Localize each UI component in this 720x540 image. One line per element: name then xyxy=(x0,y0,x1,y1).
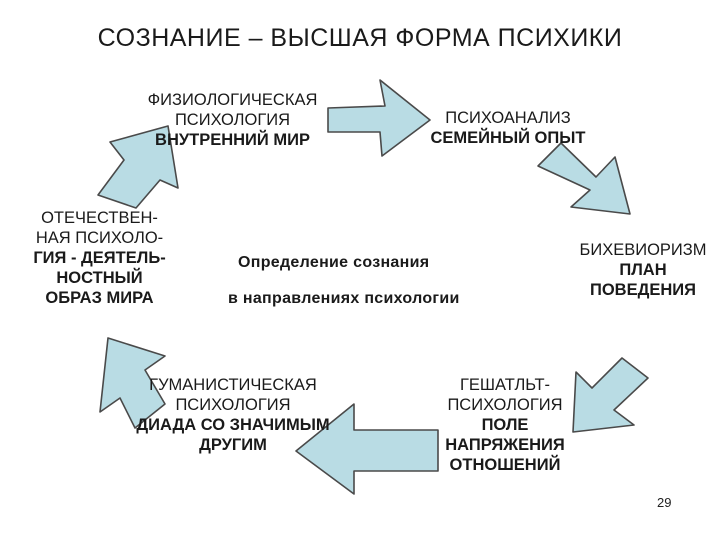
node-behaviorism-line1: БИХЕВИОРИЗМ xyxy=(579,241,707,259)
node-physiological-line3: ВНУТРЕННИЙ МИР xyxy=(155,131,310,149)
node-gestalt-line5: ОТНОШЕНИЙ xyxy=(449,456,561,474)
arrow-left-lower xyxy=(99,337,166,429)
arrow-right-lower xyxy=(572,357,649,433)
node-humanistic-line1: ГУМАНИСТИЧЕСКАЯ xyxy=(149,376,317,394)
node-gestalt: ГЕШАТЛЬТ- ПСИХОЛОГИЯ ПОЛЕ НАПРЯЖЕНИЯ ОТН… xyxy=(430,375,580,475)
arrow-top-right xyxy=(327,79,431,157)
node-domestic-line3: ГИЯ - ДЕЯТЕЛЬ- xyxy=(33,249,166,267)
slide-title: СОЗНАНИЕ – ВЫСШАЯ ФОРМА ПСИХИКИ xyxy=(97,24,623,52)
node-domestic-line1: ОТЕЧЕСТВЕН- xyxy=(41,209,158,227)
center-line1: Определение сознания xyxy=(238,254,430,271)
node-domestic-line4: НОСТНЫЙ xyxy=(56,269,143,287)
node-gestalt-line1: ГЕШАТЛЬТ- xyxy=(459,376,551,394)
node-psychoanalysis-line1: ПСИХОАНАЛИЗ xyxy=(445,109,571,127)
node-domestic-line5: ОБРАЗ МИРА xyxy=(45,289,154,307)
node-gestalt-line3: ПОЛЕ xyxy=(481,416,529,434)
node-psychoanalysis-line2: СЕМЕЙНЫЙ ОПЫТ xyxy=(430,129,586,147)
node-behaviorism-line3: ПОВЕДЕНИЯ xyxy=(589,281,696,299)
arrow-left-upper xyxy=(97,125,179,209)
node-humanistic-line3: ДИАДА СО ЗНАЧИМЫМ xyxy=(136,416,330,434)
node-humanistic-line4: ДРУГИМ xyxy=(199,436,267,454)
node-behaviorism: БИХЕВИОРИЗМ ПЛАН ПОВЕДЕНИЯ xyxy=(568,240,718,300)
node-domestic-line2: НАЯ ПСИХОЛО- xyxy=(35,229,164,247)
node-gestalt-line2: ПСИХОЛОГИЯ xyxy=(447,396,563,414)
node-physiological: ФИЗИОЛОГИЧЕСКАЯ ПСИХОЛОГИЯ ВНУТРЕННИЙ МИ… xyxy=(125,90,340,150)
node-physiological-line1: ФИЗИОЛОГИЧЕСКАЯ xyxy=(147,91,318,109)
node-humanistic: ГУМАНИСТИЧЕСКАЯ ПСИХОЛОГИЯ ДИАДА СО ЗНАЧ… xyxy=(118,375,348,455)
center-line2: в направлениях психологии xyxy=(228,290,460,307)
node-psychoanalysis: ПСИХОАНАЛИЗ СЕМЕЙНЫЙ ОПЫТ xyxy=(408,108,608,148)
arrow-bottom-left xyxy=(295,403,439,495)
node-physiological-line2: ПСИХОЛОГИЯ xyxy=(174,111,291,129)
node-behaviorism-line2: ПЛАН xyxy=(619,261,667,279)
node-domestic: ОТЕЧЕСТВЕН- НАЯ ПСИХОЛО- ГИЯ - ДЕЯТЕЛЬ- … xyxy=(12,208,187,308)
page-number: 29 xyxy=(657,495,672,510)
node-gestalt-line4: НАПРЯЖЕНИЯ xyxy=(445,436,565,454)
arrow-right-upper xyxy=(537,142,631,215)
node-humanistic-line2: ПСИХОЛОГИЯ xyxy=(175,396,291,414)
